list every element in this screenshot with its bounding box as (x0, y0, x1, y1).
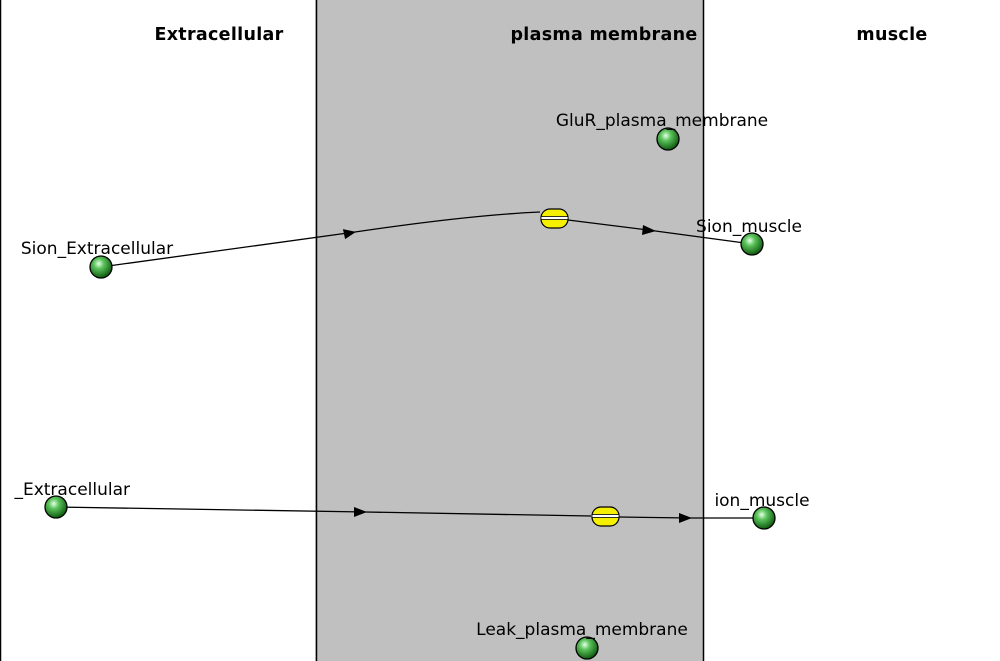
species-sion-extracellular[interactable]: Sion_Extracellular (21, 239, 173, 279)
edge-sion-substrate (100, 211, 541, 268)
compartment-title-plasma-membrane: plasma membrane (510, 25, 697, 45)
compartment-title-extracellular: Extracellular (154, 25, 283, 45)
compartment-extracellular[interactable]: Extracellular (0, 0, 318, 661)
species-sion-muscle[interactable]: Sion_muscle (696, 217, 802, 256)
arrowhead (354, 507, 367, 517)
compartment-plasma-membrane[interactable]: plasma membrane (315, 0, 705, 661)
species-label: Sion_Extracellular (21, 239, 173, 259)
reaction-edges-ion (55, 506, 764, 523)
species-label: ion_muscle (714, 491, 809, 511)
arrowhead (642, 225, 656, 235)
species-leak-plasma-membrane[interactable]: Leak_plasma_membrane (476, 620, 688, 660)
reaction-node-sion-transport[interactable] (540, 208, 569, 229)
reaction-edges-sion (100, 211, 753, 268)
arrowhead (679, 513, 692, 523)
arrowhead (342, 229, 356, 240)
compartment-title-muscle: muscle (856, 25, 927, 45)
species-label: GluR_plasma_membrane (556, 111, 768, 131)
species-ion-muscle[interactable]: ion_muscle (714, 491, 810, 530)
species-label: Leak_plasma_membrane (476, 620, 688, 640)
species-label: _Extracellular (13, 480, 130, 500)
species-glur-plasma-membrane[interactable]: GluR_plasma_membrane (556, 111, 768, 151)
species-ion-extracellular[interactable]: _Extracellular (13, 480, 130, 519)
reaction-node-ion-transport[interactable] (591, 506, 620, 527)
species-label: Sion_muscle (696, 217, 802, 237)
compartment-muscle[interactable]: muscle (702, 0, 1000, 661)
